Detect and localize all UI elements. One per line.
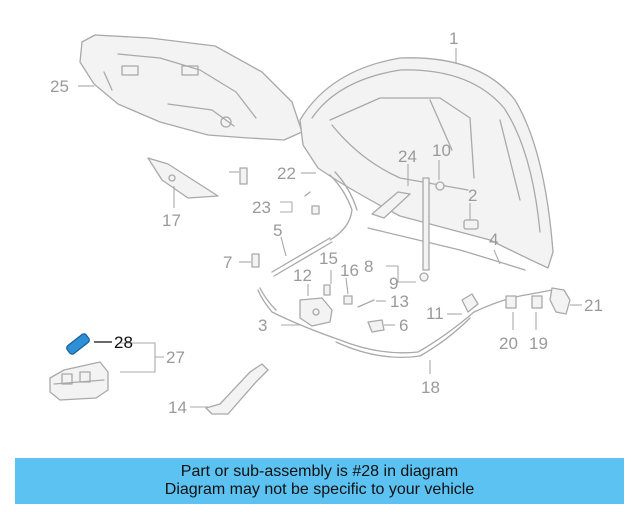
part-25-insulator-pad xyxy=(79,34,303,141)
callout-8: 8 xyxy=(364,257,373,276)
part-10-clip xyxy=(435,181,445,191)
callout-10: 10 xyxy=(432,141,451,160)
part-24-strut xyxy=(371,177,430,271)
callout-13: 13 xyxy=(390,292,409,311)
callout-12: 12 xyxy=(293,266,312,285)
part-26-nut xyxy=(239,167,248,185)
callout-6: 6 xyxy=(399,316,408,335)
part-13-bolt xyxy=(357,299,375,308)
part-15-clip xyxy=(323,284,331,296)
part-4-weatherstrip xyxy=(367,227,526,271)
callout-labels: 1 25 22 24 10 2 23 17 5 4 7 15 16 8 12 9… xyxy=(50,29,603,417)
callout-11: 11 xyxy=(426,304,444,323)
callout-19: 19 xyxy=(529,334,548,353)
part-17-hinge-plate xyxy=(147,157,219,199)
info-banner: Part or sub-assembly is #28 in diagram D… xyxy=(15,458,624,504)
callout-20: 20 xyxy=(499,334,518,353)
part-5-seal xyxy=(271,237,333,277)
part-12-latch xyxy=(299,297,333,327)
part-11-handle xyxy=(461,293,479,313)
callout-21: 21 xyxy=(584,296,603,315)
callout-22: 22 xyxy=(277,164,296,183)
callout-9: 9 xyxy=(389,274,398,293)
callout-17: 17 xyxy=(162,211,181,230)
part-21-bracket xyxy=(549,287,571,315)
parts-diagram: 1 25 22 24 10 2 23 17 5 4 7 15 16 8 12 9… xyxy=(49,29,603,417)
callout-1: 1 xyxy=(449,29,458,48)
part-2-bumper xyxy=(463,219,479,230)
callout-25: 25 xyxy=(50,77,69,96)
callout-27: 27 xyxy=(166,348,185,367)
callout-15: 15 xyxy=(319,249,338,268)
callout-4: 4 xyxy=(489,230,498,249)
leader-lines xyxy=(78,48,582,408)
part-3-release-cable xyxy=(257,287,553,354)
callout-23: 23 xyxy=(252,198,271,217)
banner-line-1: Part or sub-assembly is #28 in diagram xyxy=(180,463,459,480)
callout-7: 7 xyxy=(223,253,232,272)
callout-28: 28 xyxy=(114,333,133,352)
part-14-release-handle xyxy=(205,363,269,415)
callout-3: 3 xyxy=(258,316,267,335)
part-6-bumper xyxy=(367,319,385,333)
callout-2: 2 xyxy=(468,186,477,205)
callout-14: 14 xyxy=(168,398,187,417)
part-20-connector xyxy=(505,295,517,309)
banner-line-2: Diagram may not be specific to your vehi… xyxy=(164,481,475,498)
part-28-pin xyxy=(66,333,90,355)
part-7-screw xyxy=(251,253,260,268)
part-22-seal xyxy=(329,171,358,241)
callout-24: 24 xyxy=(398,147,417,166)
callout-18: 18 xyxy=(421,378,440,397)
part-9-fastener xyxy=(419,272,429,282)
part-16-clip xyxy=(343,295,353,305)
part-27-latch-assembly xyxy=(49,361,109,401)
part-19-connector xyxy=(531,295,543,309)
part-23-bolts xyxy=(304,191,320,215)
part-18-cable xyxy=(335,317,471,359)
callout-5: 5 xyxy=(273,221,282,240)
callout-16: 16 xyxy=(340,261,359,280)
